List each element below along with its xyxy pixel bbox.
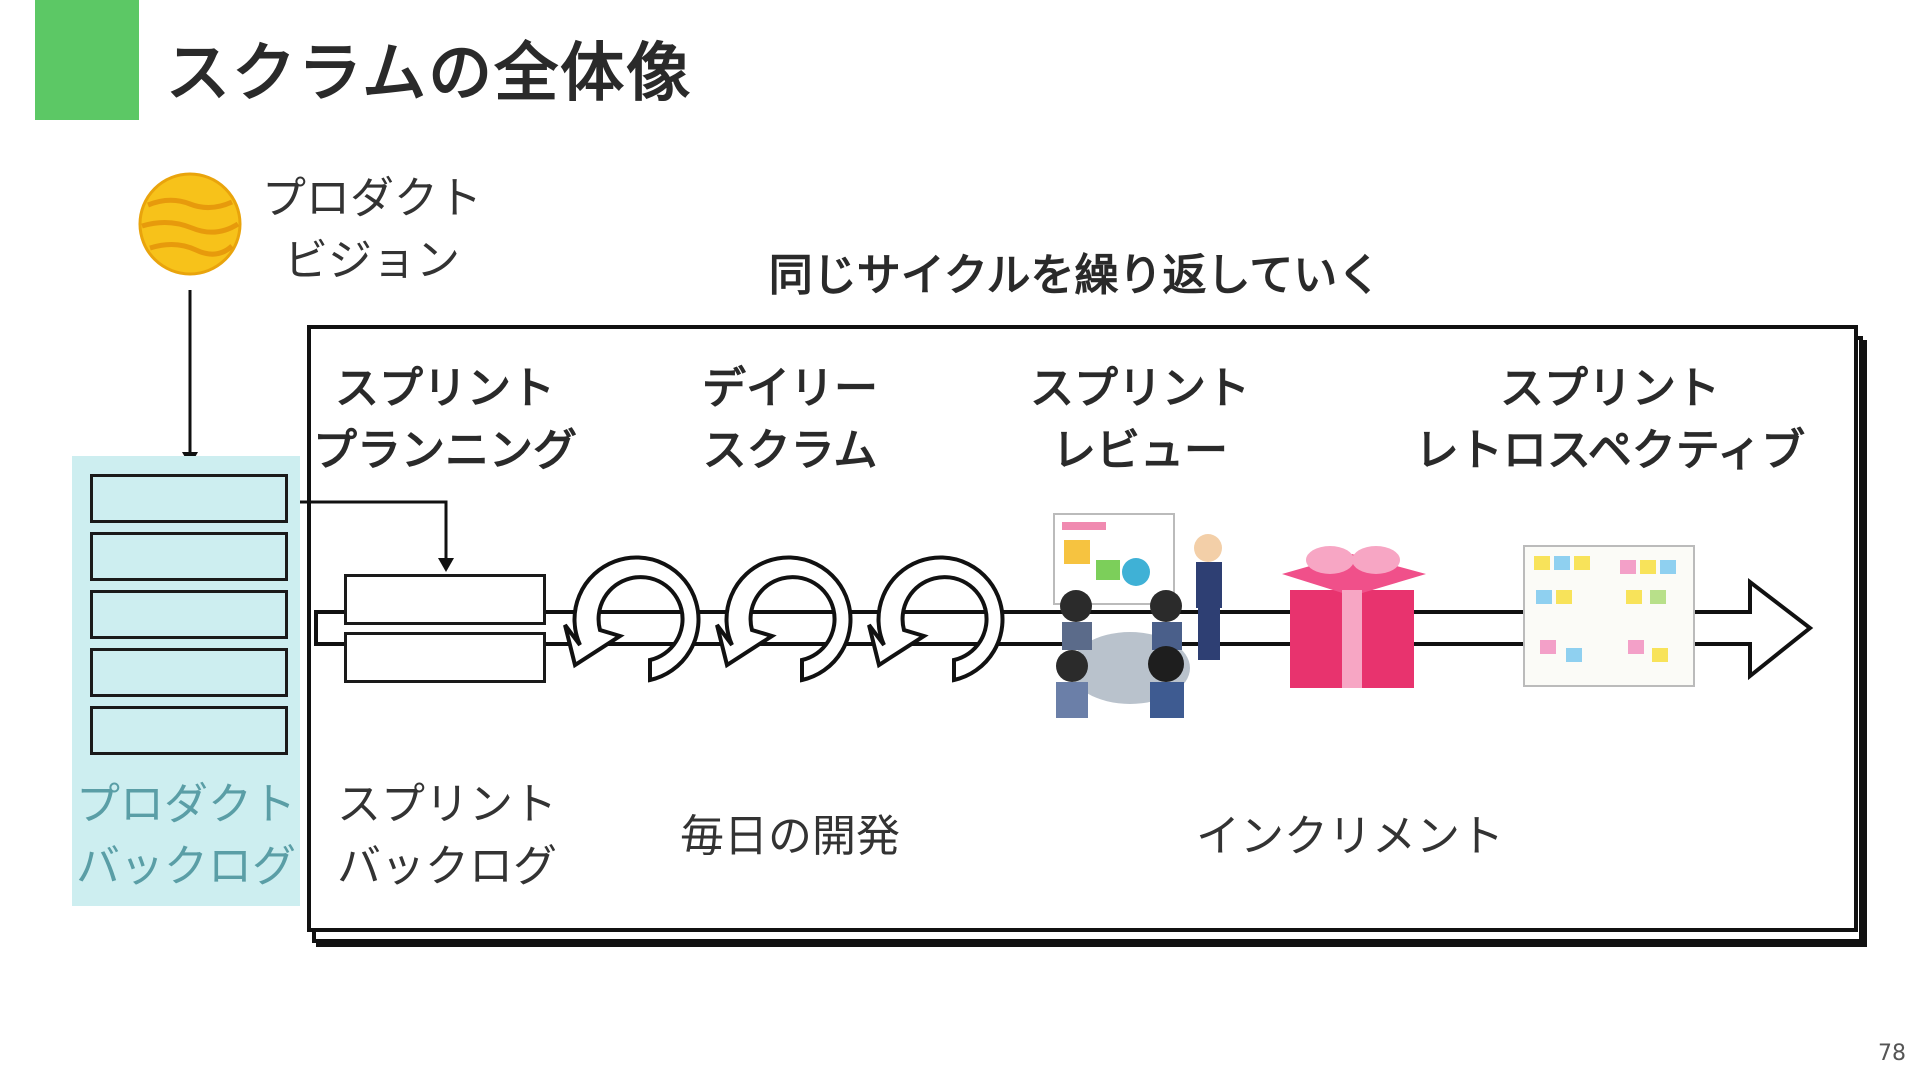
cycle-caption: 同じサイクルを繰り返していく — [768, 250, 1382, 301]
product-backlog-item — [90, 706, 288, 755]
sprint-backlog-line2: バックログ — [337, 841, 557, 892]
vision-label-line2: ビジョン — [284, 235, 460, 286]
vision-label: プロダクト ビジョン — [262, 168, 482, 292]
daily-loop-icon — [563, 555, 1005, 683]
event-daily-line2: スクラム — [702, 425, 878, 476]
product-backlog-line2: バックログ — [76, 841, 296, 892]
sprint-backlog-item — [344, 632, 546, 683]
event-sprint-planning: スプリント プランニング — [300, 358, 590, 482]
event-review-line2: レビュー — [1052, 425, 1228, 476]
slide-title: スクラムの全体像 — [166, 37, 693, 111]
event-retro-line1: スプリント — [1500, 363, 1720, 414]
backlog-arrow — [290, 500, 448, 558]
product-backlog-line1: プロダクト — [76, 779, 296, 830]
sun-icon — [138, 172, 242, 276]
event-retro-line2: レトロスペクティブ — [1414, 425, 1806, 476]
gift-icon — [1282, 546, 1426, 688]
review-meeting-icon — [1053, 513, 1222, 718]
sprint-backlog-line1: スプリント — [337, 779, 557, 830]
sprint-backlog-item — [344, 574, 546, 625]
event-review-line1: スプリント — [1030, 363, 1250, 414]
event-sprint-review: スプリント レビュー — [1010, 358, 1270, 482]
daily-work-label: 毎日の開発 — [680, 811, 900, 862]
title-accent-bar — [35, 0, 139, 120]
product-backlog-item — [90, 590, 288, 639]
product-backlog-label: プロダクト バックログ — [72, 774, 300, 898]
product-backlog-item — [90, 648, 288, 697]
event-sprint-retrospective: スプリント レトロスペクティブ — [1400, 358, 1820, 482]
product-backlog-item — [90, 532, 288, 581]
product-backlog-item — [90, 474, 288, 523]
event-planning-line2: プランニング — [313, 425, 577, 476]
sprint-backlog-label: スプリント バックログ — [324, 774, 570, 898]
increment-label: インクリメント — [1196, 811, 1504, 862]
retrospective-board-icon — [1523, 545, 1695, 687]
page-number: 78 — [1878, 1041, 1906, 1066]
event-daily-line1: デイリー — [702, 363, 878, 414]
event-daily-scrum: デイリー スクラム — [665, 358, 915, 482]
event-planning-line1: スプリント — [335, 363, 555, 414]
vision-label-line1: プロダクト — [262, 173, 482, 224]
